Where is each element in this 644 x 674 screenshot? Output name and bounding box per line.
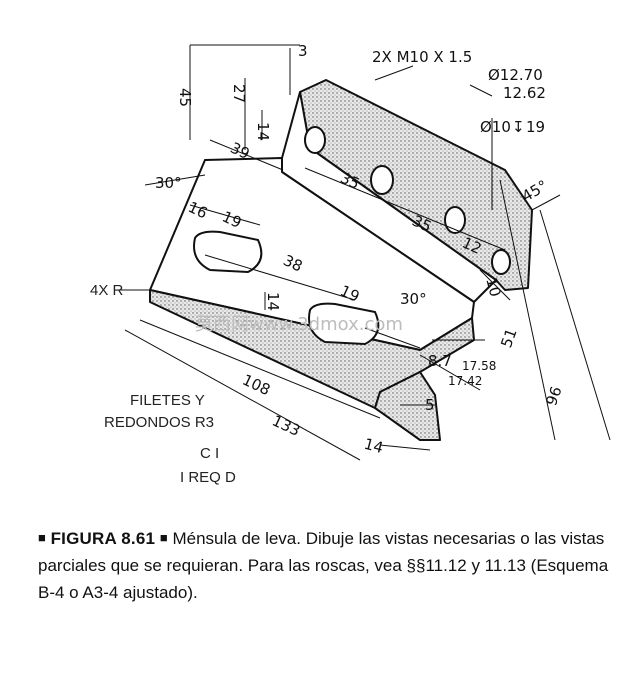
fillets-note-1: FILETES Y: [130, 392, 205, 409]
dim-45: 45: [176, 88, 194, 107]
hole-depth: 19: [526, 118, 545, 136]
quantity-note: I REQ D: [180, 469, 236, 486]
caption-text: Ménsula de leva. Dibuje las vistas neces…: [38, 529, 609, 602]
radius-callout: 4X R: [90, 282, 124, 299]
thread-callout: 2X M10 X 1.5: [372, 48, 472, 66]
dim-5: 5: [425, 396, 435, 414]
material-note: C I: [200, 445, 219, 462]
dim-10: 10: [482, 276, 504, 299]
caption-marker: ■: [38, 530, 46, 545]
figure-caption: ■ FIGURA 8.61 ■ Ménsula de leva. Dibuje …: [38, 524, 618, 606]
caption-marker-2: ■: [159, 530, 168, 545]
diameter-min: 12.62: [503, 84, 546, 102]
dim-17-42: 17.42: [448, 374, 482, 388]
lower-foot: [374, 371, 441, 441]
dim-14-c: 14: [362, 435, 385, 457]
base-slots: [193, 230, 380, 346]
angle-30: 30°: [155, 174, 182, 192]
dim-3: 3: [298, 42, 308, 60]
dim-14-b: 14: [264, 292, 282, 311]
fillets-note-2: REDONDOS R3: [104, 414, 214, 431]
dim-17-58: 17.58: [462, 359, 496, 373]
dim-8-7: 8.7: [428, 352, 452, 370]
watermark: 莫西网www.3dmox.com: [195, 314, 403, 335]
dimension-lines: [115, 44, 611, 461]
depth-symbol: ↧: [512, 118, 525, 136]
dim-27: 27: [230, 84, 248, 103]
hole-callout: Ø10: [480, 118, 511, 136]
dim-108: 108: [240, 371, 274, 399]
dim-96: 96: [542, 384, 565, 408]
cam-bracket-drawing: 2X M10 X 1.5 Ø12.70 12.62 Ø10 ↧ 19 3 45 …: [90, 42, 611, 486]
upright-holes: [304, 126, 511, 275]
dim-51: 51: [497, 326, 520, 350]
figure-number: FIGURA 8.61: [50, 529, 156, 548]
angle-30-b: 30°: [400, 290, 427, 308]
dim-133: 133: [269, 412, 303, 440]
diameter-max: Ø12.70: [488, 66, 543, 84]
dim-14-a: 14: [254, 122, 272, 141]
